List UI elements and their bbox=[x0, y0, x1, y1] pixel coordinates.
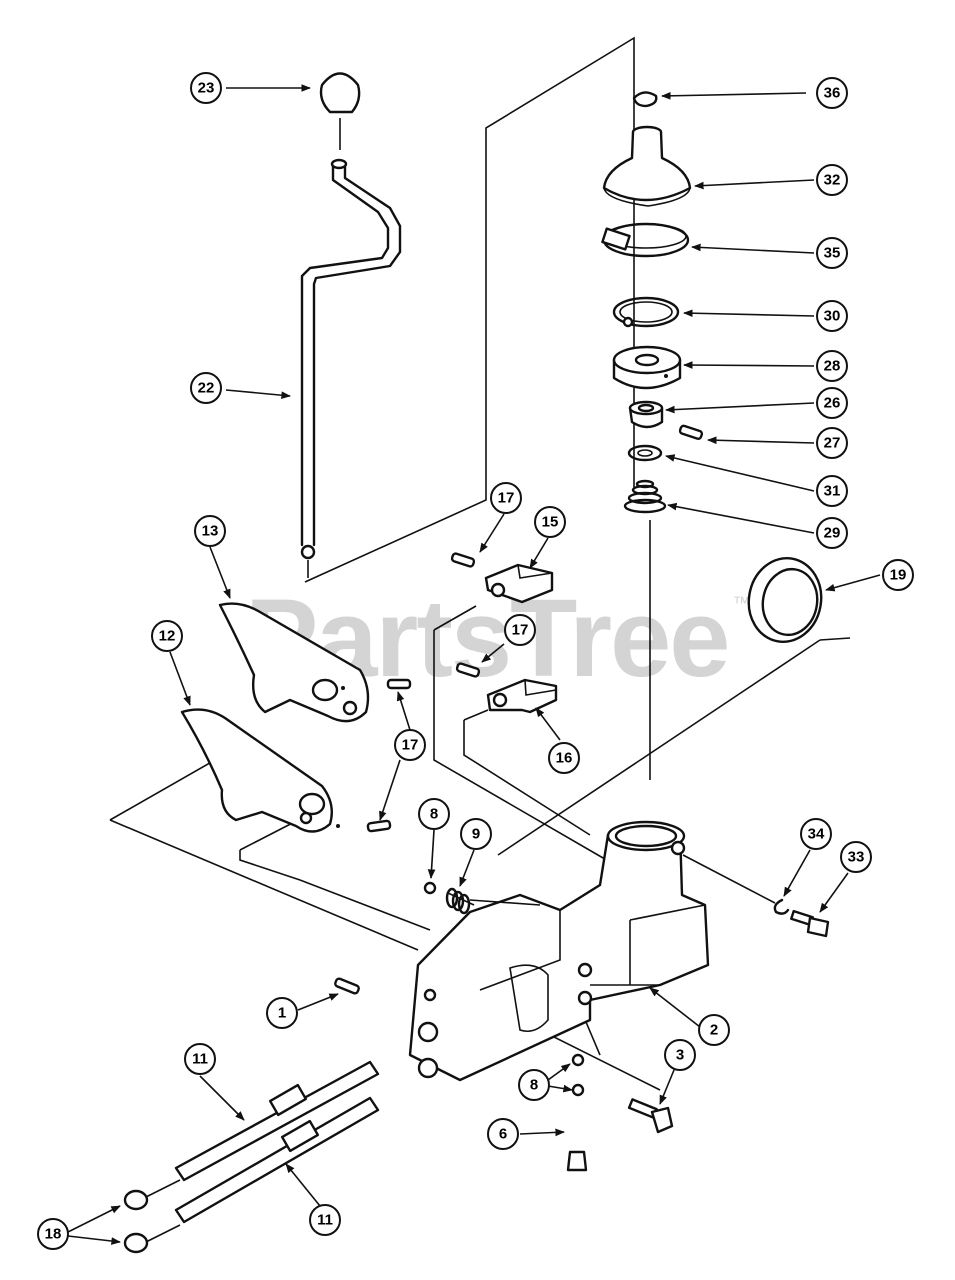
callout-32[interactable]: 32 bbox=[816, 164, 848, 196]
callout-8-upper[interactable]: 8 bbox=[418, 798, 450, 830]
callout-label: 17 bbox=[498, 490, 515, 507]
callout-17-middle[interactable]: 17 bbox=[504, 614, 536, 646]
part-shift-rail-upper bbox=[174, 1060, 380, 1182]
part-roll-pin-17-fork-upper bbox=[386, 678, 412, 690]
callout-36[interactable]: 36 bbox=[816, 77, 848, 109]
callout-17-upper[interactable]: 17 bbox=[490, 482, 522, 514]
callout-8-lower[interactable]: 8 bbox=[518, 1069, 550, 1101]
callout-label: 29 bbox=[824, 525, 841, 542]
part-clip bbox=[632, 91, 658, 108]
callout-27[interactable]: 27 bbox=[816, 427, 848, 459]
callout-label: 11 bbox=[192, 1051, 208, 1068]
callout-label: 17 bbox=[512, 622, 529, 639]
callout-label: 17 bbox=[402, 737, 419, 754]
callout-label: 11 bbox=[317, 1212, 333, 1229]
part-shifter-housing bbox=[408, 820, 710, 1082]
callout-label: 8 bbox=[530, 1077, 538, 1094]
part-shift-block-16 bbox=[486, 678, 558, 714]
part-drawings bbox=[109, 36, 851, 1254]
callout-label: 34 bbox=[808, 826, 825, 843]
callout-label: 13 bbox=[202, 523, 219, 540]
callout-label: 33 bbox=[848, 849, 865, 866]
callout-34[interactable]: 34 bbox=[800, 818, 832, 850]
callout-label: 30 bbox=[824, 308, 841, 325]
callout-28[interactable]: 28 bbox=[816, 350, 848, 382]
part-bolt-33 bbox=[790, 909, 830, 938]
part-collar bbox=[612, 345, 682, 390]
callout-26[interactable]: 26 bbox=[816, 387, 848, 419]
part-roll-pin-27 bbox=[678, 424, 704, 440]
callout-label: 31 bbox=[824, 483, 841, 500]
part-roll-pin-17-upper bbox=[450, 552, 476, 568]
part-shift-block-15 bbox=[484, 563, 554, 604]
part-shift-rail-lower bbox=[174, 1096, 380, 1224]
part-snap-ring bbox=[612, 296, 680, 328]
callout-12[interactable]: 12 bbox=[151, 620, 183, 652]
callout-label: 15 bbox=[542, 514, 559, 531]
part-knob bbox=[319, 72, 361, 150]
callout-11-lower[interactable]: 11 bbox=[309, 1204, 341, 1236]
callout-label: 23 bbox=[198, 80, 215, 97]
callout-label: 35 bbox=[824, 245, 841, 262]
callout-15[interactable]: 15 bbox=[534, 506, 566, 538]
part-seal-ring bbox=[747, 556, 823, 644]
part-roll-pin-17-middle bbox=[455, 662, 481, 678]
callout-label: 3 bbox=[676, 1047, 684, 1064]
part-boot bbox=[602, 125, 692, 207]
callout-9[interactable]: 9 bbox=[460, 818, 492, 850]
callout-17-fork[interactable]: 17 bbox=[394, 729, 426, 761]
part-detent-ball-upper bbox=[423, 881, 437, 895]
callout-2[interactable]: 2 bbox=[698, 1014, 730, 1046]
callout-29[interactable]: 29 bbox=[816, 517, 848, 549]
callout-22[interactable]: 22 bbox=[190, 372, 222, 404]
callout-30[interactable]: 30 bbox=[816, 300, 848, 332]
part-hose-clamp bbox=[601, 222, 690, 258]
part-shift-lever bbox=[300, 158, 402, 578]
part-washer bbox=[627, 444, 663, 462]
callout-35[interactable]: 35 bbox=[816, 237, 848, 269]
callout-label: 28 bbox=[824, 358, 841, 375]
callout-6[interactable]: 6 bbox=[487, 1118, 519, 1150]
callout-23[interactable]: 23 bbox=[190, 72, 222, 104]
part-end-cap-lower bbox=[123, 1232, 149, 1254]
callout-label: 8 bbox=[430, 806, 438, 823]
part-lock-washer bbox=[773, 898, 790, 915]
callout-1[interactable]: 1 bbox=[266, 997, 298, 1029]
part-bushing bbox=[628, 400, 664, 429]
part-detent-ball-lower-1 bbox=[571, 1053, 585, 1067]
callout-label: 22 bbox=[198, 380, 215, 397]
callout-33[interactable]: 33 bbox=[840, 841, 872, 873]
callout-3[interactable]: 3 bbox=[664, 1039, 696, 1071]
callout-label: 19 bbox=[890, 567, 907, 584]
callout-label: 27 bbox=[824, 435, 841, 452]
callout-31[interactable]: 31 bbox=[816, 475, 848, 507]
callout-label: 9 bbox=[472, 826, 480, 843]
part-end-cap-upper bbox=[123, 1189, 149, 1211]
callout-label: 6 bbox=[499, 1126, 507, 1143]
leader-arrows bbox=[67, 84, 881, 1245]
callout-label: 16 bbox=[556, 750, 573, 767]
callout-19[interactable]: 19 bbox=[882, 559, 914, 591]
callout-label: 26 bbox=[824, 395, 841, 412]
part-detent-spring bbox=[445, 887, 471, 915]
callout-label: 12 bbox=[159, 628, 176, 645]
callout-11-upper[interactable]: 11 bbox=[184, 1043, 216, 1075]
callout-label: 32 bbox=[824, 172, 841, 189]
part-detent-ball-lower-2 bbox=[571, 1083, 585, 1097]
part-roll-pin-17-fork-lower bbox=[366, 819, 392, 833]
part-housing-pin bbox=[334, 977, 360, 995]
callout-label: 36 bbox=[824, 85, 841, 102]
callout-label: 1 bbox=[278, 1005, 286, 1022]
part-bolt-3 bbox=[627, 1098, 674, 1134]
callout-13[interactable]: 13 bbox=[194, 515, 226, 547]
part-plug bbox=[566, 1150, 588, 1172]
part-shift-fork-13 bbox=[218, 602, 370, 723]
part-spring bbox=[623, 479, 667, 514]
part-shift-fork-12 bbox=[180, 708, 340, 833]
callout-label: 2 bbox=[710, 1022, 718, 1039]
callout-16[interactable]: 16 bbox=[548, 742, 580, 774]
callout-18[interactable]: 18 bbox=[37, 1218, 69, 1250]
callout-label: 18 bbox=[45, 1226, 62, 1243]
